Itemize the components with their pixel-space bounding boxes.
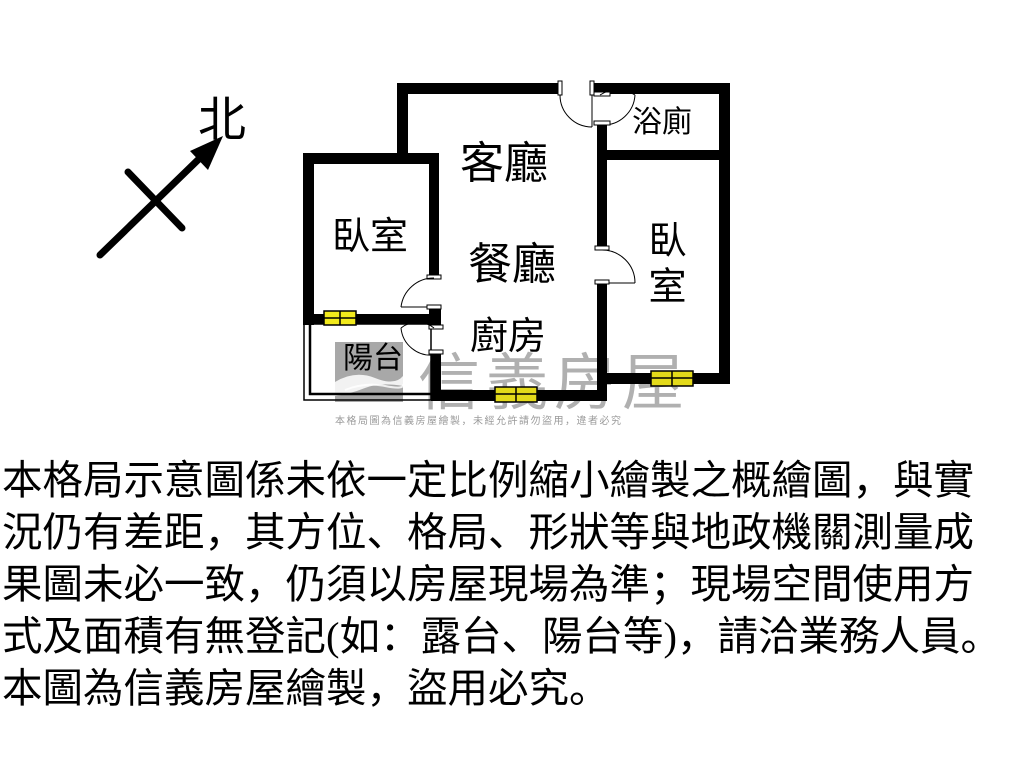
disclaimer-line: 況仍有差距，其方位、格局、形狀等與地政機關測量成 (2, 510, 974, 555)
floor-plan-walls (303, 80, 730, 403)
brand-logo-icon (335, 342, 403, 402)
room-label-bathroom: 浴廁 (632, 106, 692, 139)
disclaimer-line: 式及面積有無登記(如：露台、陽台等)，請洽業務人員。 (2, 614, 1001, 659)
north-label: 北 (198, 94, 247, 147)
window-left-bedroom (323, 310, 357, 326)
room-label-dining-room: 餐廳 (468, 240, 556, 289)
copyright-notice: 本格局圖為信義房屋繪製，未經允許請勿盜用，違者必究 (335, 416, 623, 427)
disclaimer-line: 本格局示意圖係未依一定比例縮小繪製之概繪圖，與實 (2, 458, 974, 503)
floor-plan: 北 信義房屋 (96, 80, 730, 427)
room-label-living-room: 客廳 (460, 139, 548, 188)
disclaimer-line: 本圖為信義房屋繪製，盜用必究。 (2, 666, 610, 711)
room-label-kitchen: 廚房 (470, 316, 547, 358)
window-kitchen (494, 386, 538, 403)
right-bedroom-door (594, 245, 636, 285)
window-right-bedroom (650, 370, 694, 387)
north-arrow-icon (96, 136, 223, 259)
room-label-bedroom-left: 臥室 (332, 216, 409, 258)
left-bedroom-door (400, 274, 442, 310)
room-label-balcony: 陽台 (343, 342, 403, 375)
room-label-bedroom-right: 臥室 (642, 220, 684, 312)
disclaimer-line: 果圖未必一致，仍須以房屋現場為準；現場空間使用方 (2, 562, 974, 607)
bathroom-door (593, 89, 636, 126)
disclaimer: 本格局示意圖係未依一定比例縮小繪製之概繪圖，與實 況仍有差距，其方位、格局、形狀… (2, 455, 1022, 715)
entrance-door (557, 80, 595, 128)
balcony-door (400, 321, 444, 356)
